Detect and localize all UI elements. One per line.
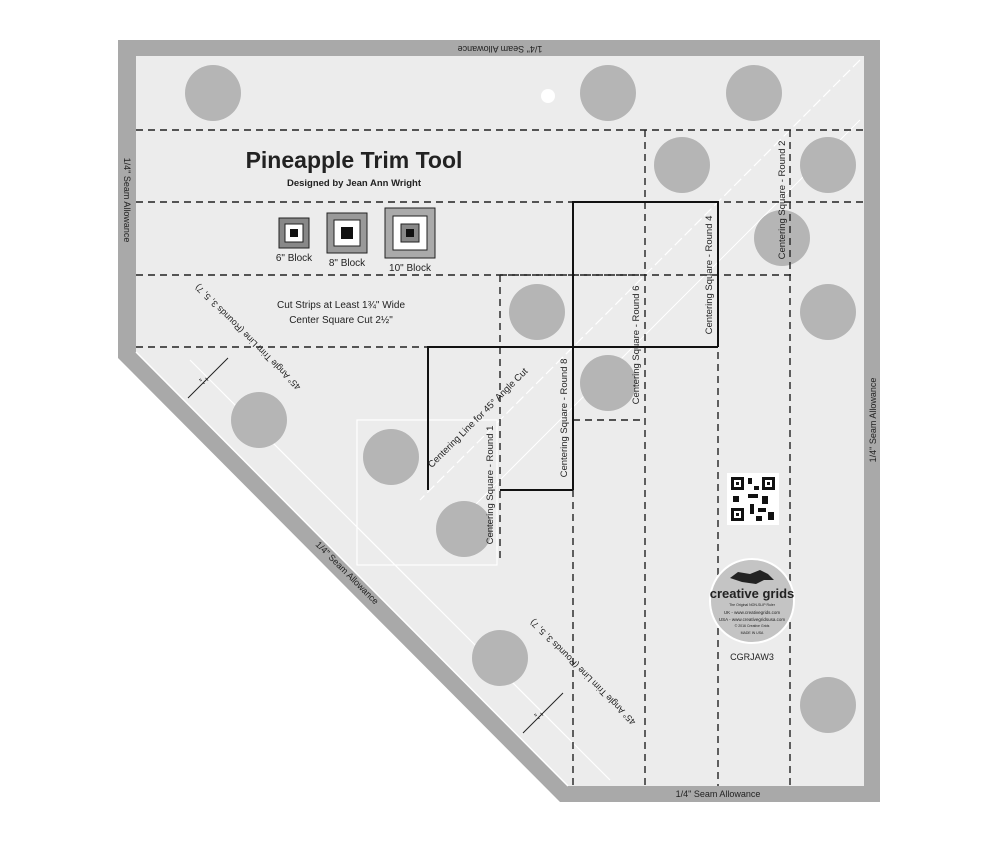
centering-squares [427,201,719,491]
centering-round-6: Centering Square - Round 6 [631,286,642,405]
instruction-strips: Cut Strips at Least 1¾" Wide [277,300,405,311]
centering-round-4: Centering Square - Round 4 [704,216,715,335]
centering-round-1: Centering Square - Round 1 [485,426,496,545]
block-label-8: 8" Block [329,258,366,269]
svg-text:MADE IN USA: MADE IN USA [741,631,764,635]
svg-text:creative grids: creative grids [710,586,795,601]
centering-round-8: Centering Square - Round 8 [559,359,570,478]
seam-allowance-left: 1/4" Seam Allowance [122,158,132,243]
grip-dots [185,65,856,733]
creative-grids-logo: creative grids The Original NON-SLIP Rul… [709,558,795,644]
seam-allowance-bottom: 1/4" Seam Allowance [676,789,761,799]
instruction-center: Center Square Cut 2½" [289,315,393,326]
svg-text:UK - www.creativegrids.com: UK - www.creativegrids.com [724,610,781,615]
seam-allowance-right: 1/4" Seam Allowance [868,378,878,463]
ruler-designer: Designed by Jean Ann Wright [287,178,422,189]
block-label-6: 6" Block [276,253,313,264]
centering-round-2: Centering Square - Round 2 [777,141,788,260]
svg-text:USA - www.creativegridsusa.com: USA - www.creativegridsusa.com [719,617,786,622]
svg-text:© 2016 Creative Grids: © 2016 Creative Grids [735,624,770,628]
block-label-10: 10" Block [389,263,432,274]
qr-code [727,473,779,525]
svg-text:The Original NON-SLIP Ruler: The Original NON-SLIP Ruler [729,603,776,607]
ruler-title: Pineapple Trim Tool [246,147,463,173]
block-icons [278,207,436,259]
product-sku: CGRJAW3 [730,652,774,662]
seam-allowance-top: 1/4" Seam Allowance [458,44,543,54]
